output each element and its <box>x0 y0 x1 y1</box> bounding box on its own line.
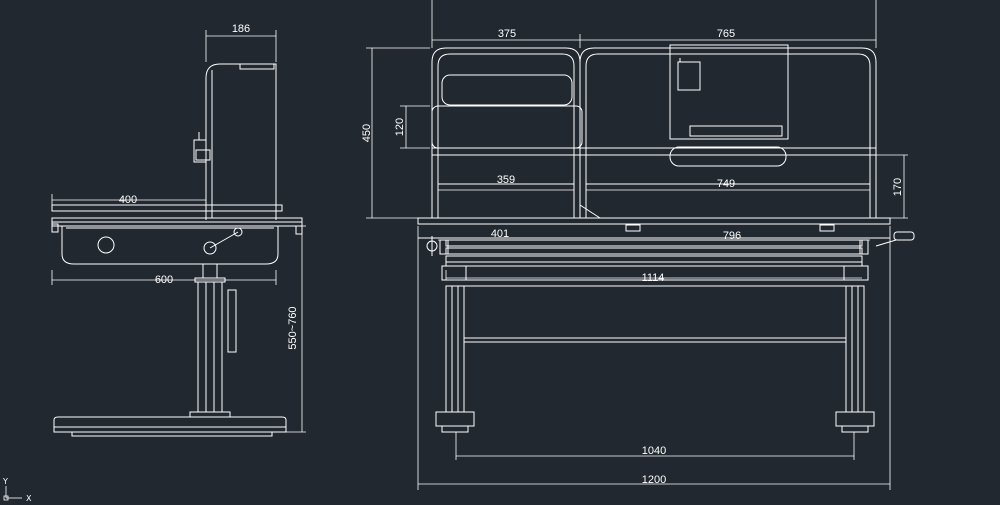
dim-front-120: 120 <box>394 118 406 136</box>
ucs-x-label: X <box>26 494 32 503</box>
dim-front-1114: 1114 <box>642 272 665 284</box>
dim-front-796: 796 <box>723 230 741 242</box>
dim-front-749: 749 <box>717 178 735 190</box>
front-dimensions <box>366 0 908 490</box>
side-view <box>51 63 303 437</box>
dim-front-375: 375 <box>498 28 516 40</box>
dim-front-401: 401 <box>491 228 509 240</box>
dim-front-450: 450 <box>361 124 373 142</box>
ucs-y-label: Y <box>2 477 8 486</box>
dim-side-height: 550~760 <box>287 306 299 349</box>
dim-front-1200: 1200 <box>642 474 666 486</box>
ucs-icon <box>3 486 22 501</box>
dim-side-186: 186 <box>232 23 250 35</box>
side-dimensions <box>51 30 306 433</box>
dim-front-359: 359 <box>497 174 515 186</box>
dim-front-765: 765 <box>717 28 735 40</box>
dim-side-600: 600 <box>155 274 173 286</box>
front-view <box>417 44 915 433</box>
dim-front-170: 170 <box>892 178 904 196</box>
dim-side-400: 400 <box>119 194 137 206</box>
dim-front-1040: 1040 <box>642 445 666 457</box>
